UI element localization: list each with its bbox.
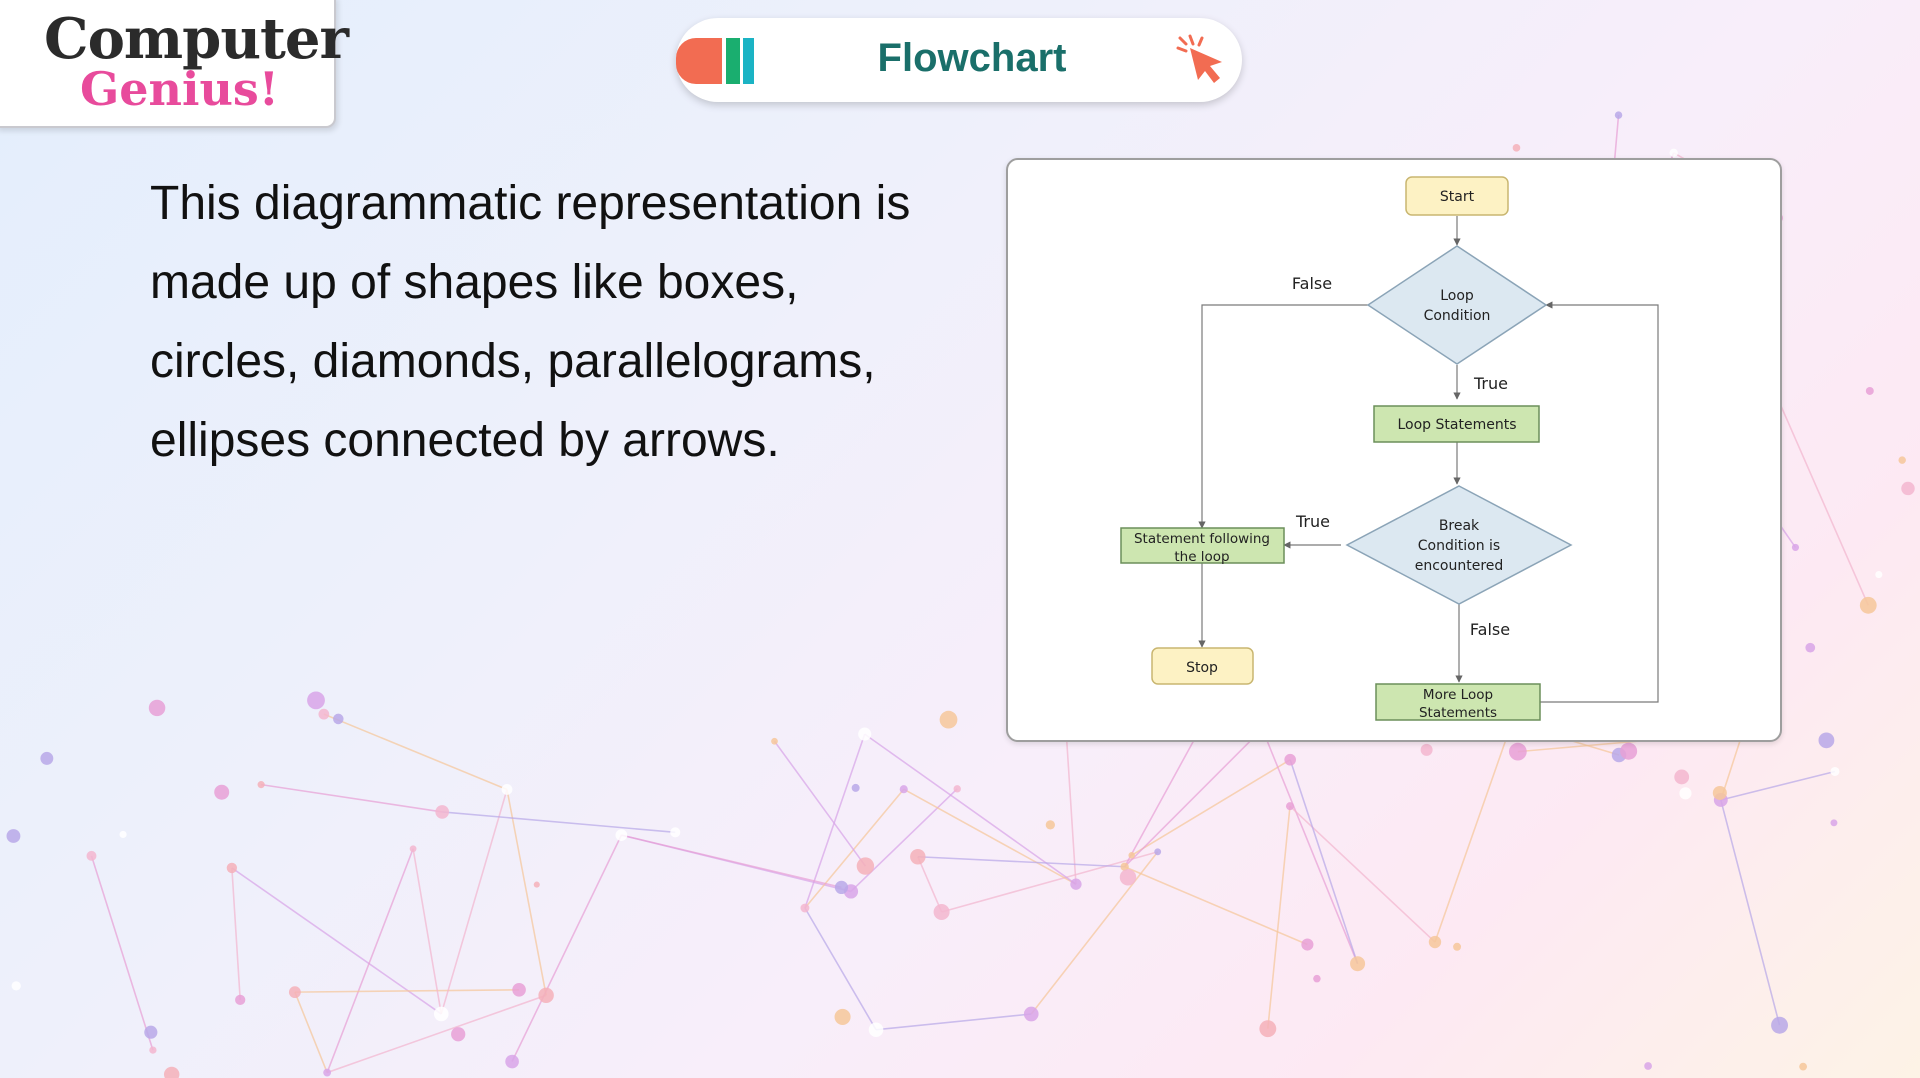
node-stop: Stop: [1151, 647, 1254, 685]
page-title: Flowchart: [877, 36, 1067, 80]
node-loop-statements: Loop Statements: [1373, 405, 1540, 443]
description-text: This diagrammatic representation is made…: [150, 177, 911, 467]
edge-label-break-true: True: [1295, 512, 1330, 531]
logo-text-computer: Computer: [44, 6, 349, 72]
node-more-loop-line1: More Loop: [1423, 687, 1493, 703]
node-statement-following-line1: Statement following: [1134, 531, 1270, 547]
edge-loop-false: [1198, 304, 1369, 529]
edge-loop-back: [1540, 301, 1659, 703]
node-loop-condition-line1: Loop: [1440, 288, 1474, 304]
node-stop-label: Stop: [1186, 660, 1218, 676]
node-loop-condition: Loop Condition: [1366, 245, 1548, 365]
edge-label-break-false: False: [1470, 620, 1510, 639]
bars-icon: [676, 38, 760, 84]
node-loop-condition-line2: Condition: [1424, 308, 1491, 324]
logo: Computer Genius!: [0, 0, 349, 128]
logo-text-genius: Genius!: [80, 62, 280, 116]
flowchart-diagram: Start Loop Condition Loop Statements Bre…: [1120, 176, 1659, 721]
cursor-click-icon: [1176, 34, 1222, 83]
node-start: Start: [1405, 176, 1509, 216]
flowchart-panel: Start Loop Condition Loop Statements Bre…: [1006, 158, 1782, 742]
node-break-condition-line1: Break: [1439, 518, 1480, 534]
node-more-loop-line2: Statements: [1419, 705, 1497, 721]
node-break-condition-line2: Condition is: [1418, 538, 1500, 554]
node-more-loop-statements: More Loop Statements: [1375, 683, 1541, 721]
title-banner: Flowchart: [676, 18, 1242, 102]
node-start-label: Start: [1440, 189, 1475, 205]
node-break-condition: Break Condition is encountered: [1345, 485, 1573, 605]
node-statement-following-loop: Statement following the loop: [1120, 527, 1285, 565]
node-loop-statements-label: Loop Statements: [1398, 417, 1517, 433]
node-statement-following-line2: the loop: [1174, 549, 1229, 565]
edge-label-loop-true: True: [1473, 374, 1508, 393]
node-break-condition-line3: encountered: [1415, 558, 1504, 574]
edge-label-loop-false: False: [1292, 274, 1332, 293]
